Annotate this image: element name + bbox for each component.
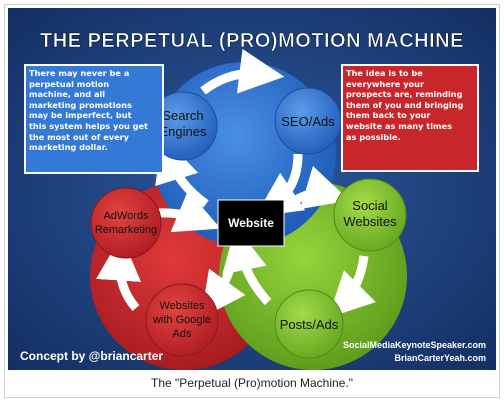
- arrow-website-to-social: [277, 165, 350, 215]
- note-left-line: marketing promotions: [29, 99, 132, 110]
- note-right-line: website as many times: [346, 120, 452, 131]
- note-right-line: them back to your: [346, 110, 431, 121]
- note-left-line: machine, and all: [29, 89, 106, 100]
- node-websites-google-ads: Websites with Google Ads: [145, 283, 219, 357]
- note-right-line: prospects are, reminding: [346, 89, 463, 100]
- node-social-websites-line1: Social: [352, 198, 388, 213]
- note-left-line: may be imperfect, but: [29, 110, 132, 121]
- flow-arrows: [96, 48, 376, 319]
- arrow-posts-to-website: [222, 225, 272, 306]
- node-search-engines-line2: Engines: [160, 124, 207, 139]
- node-search-engines-line1: Search: [162, 108, 203, 123]
- arrow-search-to-seo: [200, 48, 285, 95]
- arrow-website-to-websites-google: [200, 251, 246, 319]
- node-websites-google-ads-line1: Websites: [159, 300, 205, 312]
- arrow-social-to-posts: [328, 255, 376, 318]
- note-left-line: There may never be a: [29, 68, 130, 78]
- note-right-line: as possible.: [346, 131, 401, 142]
- node-social-websites: Social Websites: [333, 178, 407, 252]
- note-left-line: this system helps you get: [29, 120, 148, 131]
- node-posts-ads-label: Posts/Ads: [280, 317, 339, 332]
- promotion-machine-diagram: THE PERPETUAL (PRO)MOTION MACHINE Search…: [8, 8, 496, 370]
- credit-text: Concept by @briancarter: [20, 349, 163, 363]
- note-right-line: them of you and bringing: [346, 99, 464, 110]
- diagram-title: THE PERPETUAL (PRO)MOTION MACHINE: [40, 30, 464, 52]
- node-posts-ads: Posts/Ads: [274, 289, 344, 359]
- node-websites-google-ads-line2: with Google: [152, 314, 211, 326]
- note-left-line: perpetual motion: [29, 78, 110, 89]
- note-right-line: The idea is to be: [346, 68, 423, 78]
- node-websites-google-ads-line3: Ads: [173, 328, 192, 340]
- site-url-2: BrianCarterYeah.com: [394, 353, 486, 363]
- center-website-label: Website: [228, 216, 274, 230]
- node-search-engines: Search Engines: [148, 91, 218, 161]
- node-adwords-remarketing: AdWords Remarketing: [90, 187, 162, 259]
- node-seo-ads-label: SEO/Ads: [281, 114, 335, 129]
- node-adwords-remarketing-line1: AdWords: [103, 210, 149, 222]
- image-caption: The "Perpetual (Pro)motion Machine.": [151, 376, 353, 390]
- node-social-websites-line2: Websites: [343, 214, 397, 229]
- note-left-line: the most out of every: [29, 131, 130, 142]
- center-website-box: Website: [217, 199, 285, 247]
- node-adwords-remarketing-line2: Remarketing: [95, 224, 157, 236]
- node-seo-ads: SEO/Ads: [274, 87, 342, 155]
- note-left-line: marketing dollar.: [29, 142, 108, 153]
- arrow-websites-google-to-adwords: [96, 235, 141, 312]
- note-right-line: everywhere your: [346, 78, 425, 89]
- site-url-1: SocialMediaKeynoteSpeaker.com: [343, 340, 486, 350]
